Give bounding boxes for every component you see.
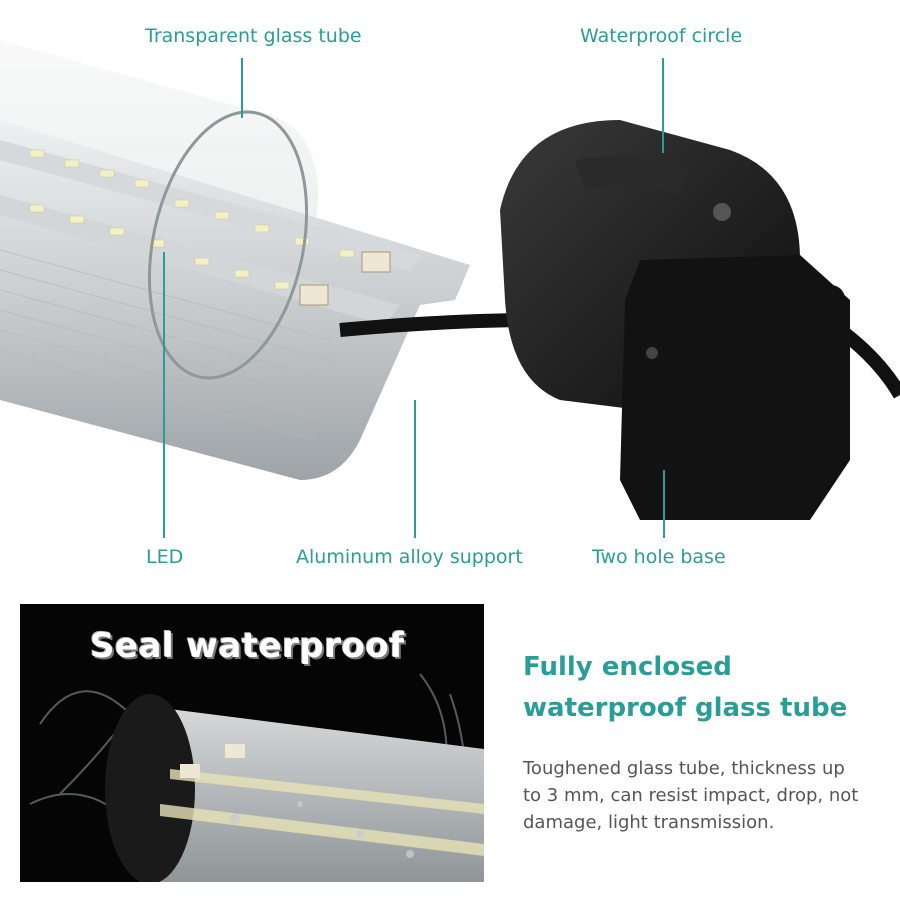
two-hole-base	[620, 255, 850, 520]
callout-waterproof-circle: Waterproof circle	[580, 25, 743, 47]
connector-lower	[299, 284, 329, 306]
leader-led	[163, 252, 165, 538]
led-chips	[29, 149, 355, 290]
feature-heading-line2: waterproof glass tube	[523, 693, 848, 723]
leader-two-hole-base	[663, 470, 665, 538]
profile-ribs	[0, 249, 331, 441]
waterproof-ring	[575, 156, 690, 195]
splash-illustration	[29, 673, 484, 882]
seal-waterproof-title: Seal waterproof	[90, 626, 405, 666]
photo-end-cap	[105, 694, 195, 882]
feature-body-line3: damage, light transmission.	[523, 812, 775, 833]
callout-led: LED	[146, 546, 184, 568]
callout-glass-tube: Transparent glass tube	[145, 25, 362, 47]
aluminum-profile	[0, 120, 470, 480]
waterproof-photo: Seal waterproof	[20, 604, 484, 882]
feature-body-line2: to 3 mm, can resist impact, drop, not	[523, 785, 859, 806]
lamp-illustration	[0, 40, 900, 520]
leader-aluminum	[414, 400, 416, 538]
leader-waterproof-circle	[662, 58, 664, 153]
callout-two-hole-base: Two hole base	[592, 546, 726, 568]
glass-ring	[147, 110, 309, 380]
callout-aluminum-support: Aluminum alloy support	[296, 546, 523, 568]
leader-glass-tube	[241, 58, 243, 118]
feature-heading-line1: Fully enclosed	[523, 652, 732, 682]
connector-upper	[361, 251, 391, 273]
feature-body-line1: Toughened glass tube, thickness up	[523, 758, 845, 779]
